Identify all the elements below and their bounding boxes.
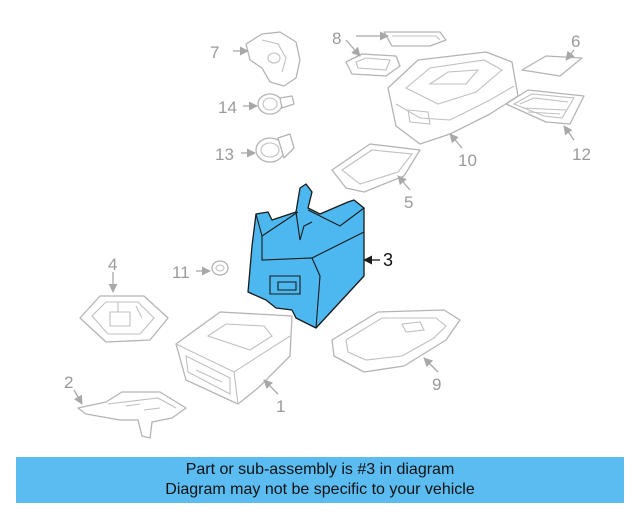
part-11-screw: 11 <box>172 260 229 282</box>
label-6: 6 <box>571 32 580 51</box>
banner-line-2: Diagram may not be specific to your vehi… <box>165 481 475 498</box>
label-11: 11 <box>172 263 190 282</box>
part-1-base: 1 <box>175 311 293 416</box>
part-10-console-top: 10 <box>387 51 519 170</box>
label-1: 1 <box>276 397 285 416</box>
label-14: 14 <box>218 98 237 117</box>
label-8: 8 <box>332 29 341 48</box>
banner-line-1: Part or sub-assembly is #3 in diagram <box>185 461 455 478</box>
label-7: 7 <box>210 43 219 62</box>
label-13: 13 <box>215 145 234 164</box>
part-12-tray: 12 <box>505 89 591 164</box>
part-9-bezel: 9 <box>331 309 461 394</box>
part-7-bracket: 7 <box>210 31 301 87</box>
part-4-bracket: 4 <box>79 255 169 343</box>
parts-diagram: 7 14 13 8 10 6 <box>64 29 591 439</box>
label-9: 9 <box>432 375 441 394</box>
label-2: 2 <box>64 373 73 392</box>
part-14-outlet: 14 <box>218 93 295 117</box>
label-12: 12 <box>572 145 591 164</box>
label-3: 3 <box>383 250 393 270</box>
part-6-mat: 6 <box>521 32 583 77</box>
part-8-lids: 8 <box>332 29 447 77</box>
part-3-fill <box>247 183 365 329</box>
info-banner: Part or sub-assembly is #3 in diagram Di… <box>16 457 624 503</box>
label-10: 10 <box>458 151 477 170</box>
part-5-bin: 5 <box>331 143 421 212</box>
part-3-console-housing: 3 <box>247 183 393 329</box>
part-2-floor-bracket: 2 <box>64 373 187 439</box>
part-13-socket: 13 <box>215 133 295 164</box>
label-4: 4 <box>108 255 117 274</box>
label-5: 5 <box>404 193 413 212</box>
